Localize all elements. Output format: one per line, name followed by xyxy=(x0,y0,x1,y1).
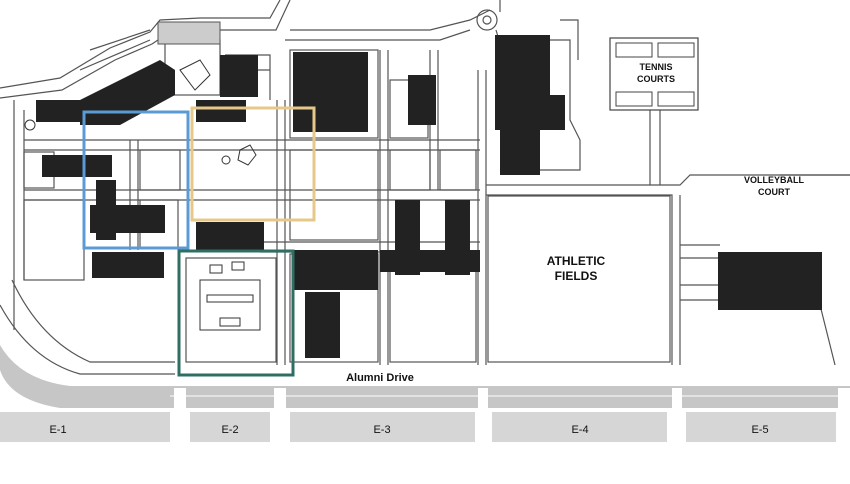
block-10 xyxy=(289,49,379,139)
courtyard-shape xyxy=(237,144,257,166)
west-diagonal xyxy=(79,29,151,71)
road-north xyxy=(290,9,491,31)
highlight-box-blue xyxy=(82,110,190,250)
building-east-2 xyxy=(495,95,565,130)
road-far-east xyxy=(780,174,850,366)
courtyard-features xyxy=(24,59,261,331)
courtyard-bar xyxy=(206,294,254,303)
building-shaded xyxy=(157,21,221,45)
courtyard-building-outline xyxy=(199,279,261,331)
road-east-spur xyxy=(680,244,720,259)
tennis-court-1 xyxy=(615,42,653,58)
entrance-cut-4 xyxy=(672,388,682,442)
block-4 xyxy=(439,149,477,191)
building-ce-5 xyxy=(380,250,480,272)
alumni-drive-area xyxy=(0,345,850,442)
building-west-1 xyxy=(36,100,80,122)
tennis-access xyxy=(649,110,661,185)
east-road-upper xyxy=(560,19,579,60)
building-center-south xyxy=(196,222,264,252)
roundabout xyxy=(476,9,498,31)
buildings xyxy=(36,35,822,358)
entrance-cut-1 xyxy=(174,388,186,442)
tennis-court-4 xyxy=(657,91,695,107)
highlight-box-gold xyxy=(190,106,316,222)
road-sw-curve-inner xyxy=(11,279,175,363)
block-3 xyxy=(389,149,431,191)
west-marker xyxy=(24,119,36,131)
tennis-court-2 xyxy=(657,42,695,58)
building-ce-2 xyxy=(305,292,340,358)
entrance-cut-2 xyxy=(274,388,286,442)
building-ce-1 xyxy=(293,250,378,290)
building-west-2 xyxy=(42,155,112,177)
parking-lot-e3 xyxy=(290,412,475,442)
block-12 xyxy=(185,257,277,363)
tennis-label-2: COURTS xyxy=(637,74,675,84)
building-far-east xyxy=(718,252,822,310)
parking-lot-label-e5: E-5 xyxy=(751,424,768,436)
parking-lot-e4 xyxy=(492,412,667,442)
block-2 xyxy=(289,149,379,241)
building-west-4 xyxy=(90,205,165,233)
plaza-star xyxy=(179,59,211,91)
walk-col-3 xyxy=(379,50,389,365)
building-east-3 xyxy=(500,130,540,175)
roundabout-center xyxy=(482,15,492,25)
parking-lot-e5 xyxy=(686,412,836,442)
parking-lot-e1 xyxy=(0,412,170,442)
volleyball-label-1: VOLLEYBALL xyxy=(744,175,805,185)
athletic-field-outline xyxy=(487,195,671,363)
building-upper-center-3 xyxy=(293,52,368,132)
parking-lot-label-e4: E-4 xyxy=(571,424,588,436)
courtyard-small-2 xyxy=(231,261,245,271)
walk-col-2 xyxy=(276,100,286,365)
road-east-upper xyxy=(486,174,850,186)
entrance-cut-5 xyxy=(838,388,850,442)
road-east-spur-2 xyxy=(680,284,720,301)
tennis-court-3 xyxy=(615,91,653,107)
athletic-fields-label-2: FIELDS xyxy=(555,269,598,283)
courtyard-small-3 xyxy=(219,317,241,327)
parking-lot-label-e1: E-1 xyxy=(49,424,66,436)
road-east-field-right xyxy=(486,194,673,365)
road-network xyxy=(0,0,850,375)
walk-col-5 xyxy=(477,70,487,365)
tennis-label-1: TENNIS xyxy=(639,62,672,72)
road-north-west xyxy=(0,0,281,89)
building-upper-center-4 xyxy=(408,75,436,125)
road-sw-curve xyxy=(0,304,175,375)
entrance-cut-3 xyxy=(478,388,488,442)
building-west-diagonal xyxy=(80,60,175,125)
tennis-courts xyxy=(609,37,699,111)
courtyard-fountain xyxy=(221,155,231,165)
tennis-courts-outline xyxy=(609,37,699,111)
block-1 xyxy=(139,149,181,191)
highlight-box-teal xyxy=(177,249,295,377)
volleyball-label-2: COURT xyxy=(758,187,790,197)
alumni-drive-road xyxy=(0,345,850,408)
parking-lot-label-e2: E-2 xyxy=(221,424,238,436)
road-north-inner xyxy=(285,29,471,41)
building-upper-center-1 xyxy=(220,55,258,97)
parking-lot-e2 xyxy=(190,412,270,442)
alumni-drive-label: Alumni Drive xyxy=(346,372,414,384)
courtyard-small-1 xyxy=(209,264,223,274)
parking-lot-label-e3: E-3 xyxy=(373,424,390,436)
building-east-1 xyxy=(495,35,550,95)
building-west-5 xyxy=(92,252,164,278)
athletic-fields-label-1: ATHLETIC xyxy=(547,254,606,268)
building-upper-center-2 xyxy=(196,100,246,122)
